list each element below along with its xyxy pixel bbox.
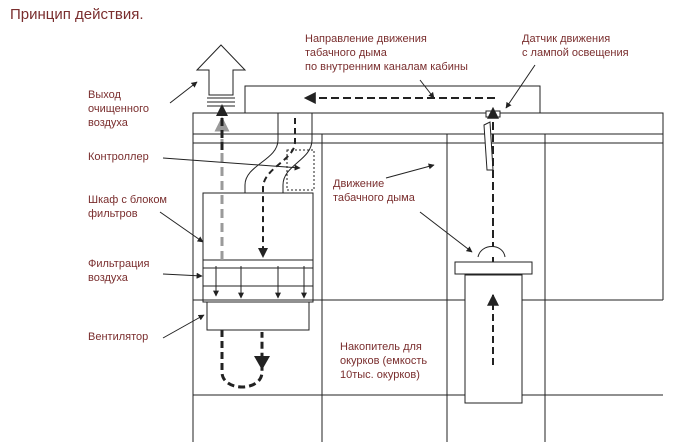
label-smoke-motion-line1: Движение — [333, 178, 385, 190]
label-filtration: Фильтрация воздуха — [88, 257, 149, 285]
leader-lines — [159, 64, 536, 339]
exit-air-arrow — [195, 44, 247, 96]
label-exit-air: Выход очищенного воздуха — [88, 88, 149, 130]
label-controller: Контроллер — [88, 151, 149, 163]
label-smoke-direction-line2: табачного дыма — [305, 47, 387, 59]
label-filtration-line1: Фильтрация — [88, 258, 150, 270]
label-motion-sensor-line1: Датчик движения — [522, 33, 611, 45]
cabin-roof — [192, 112, 664, 135]
fan-down-arrow — [254, 356, 270, 370]
label-cabinet-line2: фильтров — [88, 208, 138, 220]
label-smoke-motion: Движение табачного дыма — [333, 177, 415, 205]
label-ash-storage-line2: окурков (емкость — [340, 355, 428, 367]
ash-tray — [454, 261, 533, 275]
filtration-arrows — [213, 266, 307, 299]
label-cabinet: Шкаф с блоком фильтров — [88, 193, 167, 221]
label-exit-air-line2: очищенного — [88, 103, 149, 115]
sensor-lamp — [483, 121, 494, 171]
label-fan: Вентилятор — [88, 331, 149, 343]
page-title: Принцип действия. — [10, 6, 144, 23]
label-smoke-direction-line1: Направление движения — [305, 33, 427, 45]
label-exit-air-line1: Выход — [88, 89, 121, 101]
label-ash-storage-line3: 10тыс. окурков) — [340, 369, 420, 381]
exit-vent — [207, 97, 235, 107]
label-smoke-direction: Направление движения табачного дыма по в… — [305, 32, 468, 74]
label-motion-sensor: Датчик движения с лампой освещения — [522, 32, 629, 60]
filter-cabinet — [202, 192, 314, 331]
ash-cap — [477, 246, 506, 258]
fan-box — [206, 301, 310, 331]
label-smoke-motion-line2: табачного дыма — [333, 192, 415, 204]
cabin-structure — [192, 85, 664, 442]
label-filtration-line2: воздуха — [88, 272, 128, 284]
label-motion-sensor-line2: с лампой освещения — [522, 47, 629, 59]
label-smoke-direction-line3: по внутренним каналам кабины — [305, 61, 468, 73]
controller-box — [286, 149, 315, 191]
bottom-recirc-flow — [220, 330, 264, 389]
label-exit-air-line3: воздуха — [88, 117, 128, 129]
roof-channel — [244, 85, 541, 114]
duct-smoke-flow — [262, 118, 296, 255]
duct — [244, 113, 313, 193]
label-ash-storage: Накопитель для окурков (емкость 10тыс. о… — [340, 340, 427, 382]
label-ash-storage-line1: Накопитель для — [340, 341, 422, 353]
label-cabinet-line1: Шкаф с блоком — [88, 194, 167, 206]
